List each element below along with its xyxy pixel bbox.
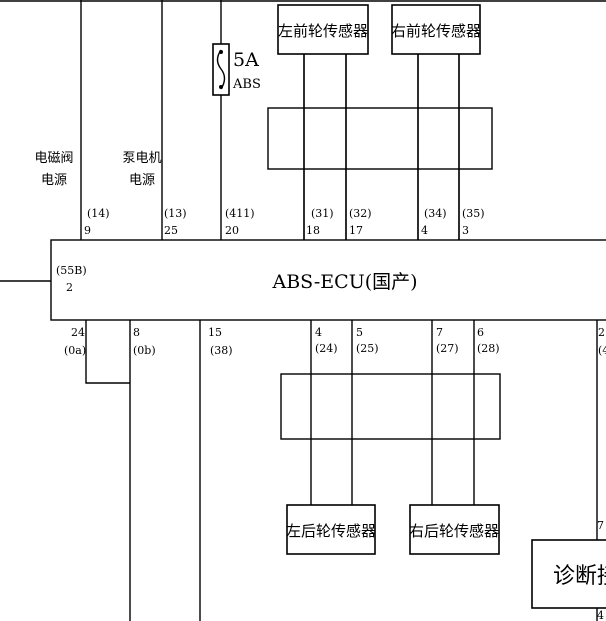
- rear-right-sensor-box: [409, 504, 500, 555]
- rear-right-sensor-label: 右后轮传感器: [409, 522, 499, 540]
- pin-number: 9: [84, 224, 91, 237]
- pin-number: 7: [436, 326, 443, 339]
- pin-number: 2: [66, 281, 73, 294]
- wire-code: (55B): [56, 264, 87, 277]
- wire-code: (0a): [64, 344, 86, 357]
- front-left-sensor-label: 左前轮传感器: [278, 22, 368, 40]
- pin-number: 6: [477, 326, 484, 339]
- front-right-sensor-label: 右前轮传感器: [391, 22, 481, 40]
- pin-number: 20: [225, 224, 239, 237]
- wire-code: (13): [164, 207, 187, 220]
- pin-number: 25: [164, 224, 178, 237]
- diagnostic-connector-label: 诊断接: [553, 564, 606, 589]
- wire-24: [85, 320, 130, 384]
- diagnostic-connector-box: [531, 539, 606, 609]
- pin-number: 2: [598, 326, 605, 339]
- wire-code: (4: [598, 344, 606, 357]
- front-right-sensor-box: [391, 4, 481, 55]
- pin-number: 4: [315, 326, 322, 339]
- wire-code: (31): [311, 207, 334, 220]
- ecu-label: ABS-ECU(国产): [271, 271, 417, 293]
- fuse-rating: 5A: [233, 49, 259, 71]
- pin-number: 4: [597, 609, 604, 621]
- pin-number: 5: [356, 326, 363, 339]
- wire-code: (34): [424, 207, 447, 220]
- solenoid-power-label-1: 电磁阀: [34, 151, 73, 166]
- pin-number: 17: [349, 224, 363, 237]
- pin-number: 15: [208, 326, 222, 339]
- wire-code: (28): [477, 342, 500, 355]
- rear-left-sensor-box: [286, 504, 376, 555]
- solenoid-power-label-2: 电源: [41, 173, 67, 188]
- fuse-element-icon: [216, 49, 226, 90]
- fuse: [212, 43, 230, 96]
- wire-code: (32): [349, 207, 372, 220]
- wire-code: (25): [356, 342, 379, 355]
- wire-code: (24): [315, 342, 338, 355]
- wire-code: (35): [462, 207, 485, 220]
- pin-number: 4: [421, 224, 428, 237]
- pin-number: 7: [597, 519, 604, 532]
- front-shield-box: [267, 107, 493, 170]
- wire-code: (14): [87, 207, 110, 220]
- rear-shield-box: [280, 373, 501, 440]
- pump-power-label-2: 电源: [129, 173, 155, 188]
- wire-code: (27): [436, 342, 459, 355]
- pin-number: 3: [462, 224, 469, 237]
- fuse-label: ABS: [232, 77, 261, 92]
- pin-number: 24: [71, 326, 85, 339]
- rear-left-sensor-label: 左后轮传感器: [286, 522, 376, 540]
- ecu-box: [50, 239, 606, 321]
- wire-code: (0b): [133, 344, 156, 357]
- wire-code: (411): [225, 207, 255, 220]
- pump-power-label-1: 泵电机: [122, 151, 161, 166]
- pin-number: 8: [133, 326, 140, 339]
- pin-number: 18: [306, 224, 320, 237]
- wire-code: (38): [210, 344, 233, 357]
- fuse-terminal-bottom: [219, 85, 223, 89]
- fuse-terminal-top: [219, 50, 223, 54]
- front-left-sensor-box: [277, 4, 369, 55]
